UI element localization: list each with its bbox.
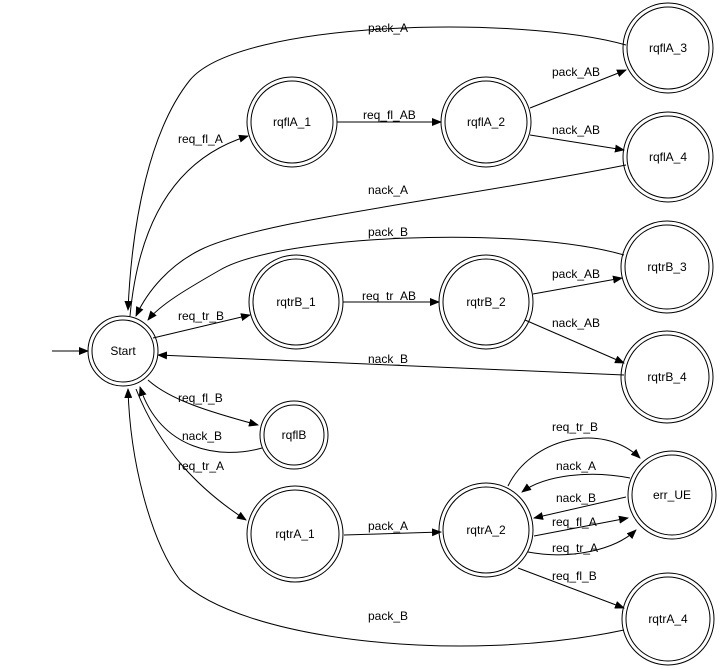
edge-label: nack_B <box>368 352 408 366</box>
edge-label: req_tr_AB <box>362 289 416 303</box>
edge-pack-ab-2 <box>532 275 623 295</box>
node-rqflA-4[interactable]: rqflA_4 <box>622 111 714 203</box>
edge-label: pack_AB <box>552 65 600 79</box>
edge-req-fl-b-1 <box>147 379 259 427</box>
edge-req-tr-b-2 <box>507 437 641 487</box>
edge-label: nack_A <box>368 183 408 197</box>
edge-labels: pack_A req_fl_A req_fl_AB pack_AB nack_A… <box>178 21 600 623</box>
node-start[interactable]: Start <box>87 315 159 387</box>
edge-nack-a-2 <box>521 473 631 493</box>
node-rqtrB-1[interactable]: rqtrB_1 <box>248 254 344 350</box>
node-label: rqflA_1 <box>273 115 311 129</box>
edge-pack-b-1 <box>147 236 625 321</box>
edge-nack-ab-2 <box>524 319 625 364</box>
edge-label: pack_B <box>368 609 408 623</box>
edge-label: req_fl_B <box>552 569 597 583</box>
node-label: rqtrB_1 <box>276 295 316 309</box>
node-label: rqtrA_4 <box>648 612 688 626</box>
edge-label: req_fl_AB <box>363 108 416 122</box>
node-rqtrB-2[interactable]: rqtrB_2 <box>438 254 534 350</box>
node-rqflA-2[interactable]: rqflA_2 <box>440 76 532 168</box>
edge-label: pack_B <box>368 225 408 239</box>
edge-label: pack_AB <box>552 267 600 281</box>
edge-pack-a-top <box>124 26 627 311</box>
node-rqflA-1[interactable]: rqflA_1 <box>246 76 338 168</box>
edge-pack-b-2 <box>124 388 625 647</box>
node-err-UE[interactable]: err_UE <box>627 450 717 540</box>
node-label: rqflA_2 <box>467 115 505 129</box>
node-label: Start <box>110 344 136 358</box>
node-rqflB[interactable]: rqflB <box>259 400 329 470</box>
edge-label: req_fl_B <box>178 391 223 405</box>
node-rqtrA-2[interactable]: rqtrA_2 <box>438 482 534 578</box>
node-label: rqflA_4 <box>649 150 687 164</box>
edge-nack-b-3 <box>533 496 627 520</box>
edge-req-fl-a-2 <box>533 515 629 537</box>
node-rqtrB-3[interactable]: rqtrB_3 <box>620 220 714 314</box>
edge-req-tr-b-1 <box>152 313 251 339</box>
node-label: rqtrB_4 <box>647 370 687 384</box>
edge-req-fl-a <box>129 134 249 317</box>
edge-pack-ab-1 <box>529 69 627 109</box>
edge-label: nack_AB <box>552 316 600 330</box>
edge-label: nack_A <box>556 459 596 473</box>
node-rqtrB-4[interactable]: rqtrB_4 <box>620 330 714 424</box>
edge-label: req_tr_B <box>552 420 598 434</box>
node-label: rqflB <box>282 428 307 442</box>
node-label: rqtrB_3 <box>647 260 687 274</box>
node-label: rqtrB_2 <box>466 295 506 309</box>
edge-label: pack_A <box>368 21 408 35</box>
edge-label: req_fl_A <box>178 132 223 146</box>
edge-label: nack_AB <box>552 123 600 137</box>
edge-label: nack_B <box>556 491 596 505</box>
edge-req-tr-a-2 <box>527 529 637 556</box>
node-label: err_UE <box>653 488 691 502</box>
edge-req-fl-b-2 <box>517 567 625 609</box>
node-label: rqtrA_2 <box>466 523 506 537</box>
node-rqtrA-1[interactable]: rqtrA_1 <box>246 485 344 583</box>
edges <box>52 26 641 647</box>
node-rqflA-3[interactable]: rqflA_3 <box>622 2 714 94</box>
edge-label: req_tr_B <box>178 309 224 323</box>
edge-nack-ab-1 <box>529 134 625 153</box>
node-rqtrA-4[interactable]: rqtrA_4 <box>621 572 715 666</box>
edge-nack-b-2 <box>138 386 263 453</box>
edge-nack-b-1 <box>157 351 625 376</box>
edge-req-tr-a-1 <box>135 388 247 521</box>
node-label: rqtrA_1 <box>275 527 315 541</box>
edge-label: req_fl_A <box>552 515 597 529</box>
edge-label: pack_A <box>368 519 408 533</box>
edge-pack-a-2 <box>343 528 442 537</box>
edge-label: req_tr_A <box>178 459 224 473</box>
node-label: rqflA_3 <box>649 41 687 55</box>
edge-nack-a-1 <box>135 164 627 317</box>
edge-label: nack_B <box>182 429 222 443</box>
edge-label: req_tr_A <box>552 541 598 555</box>
